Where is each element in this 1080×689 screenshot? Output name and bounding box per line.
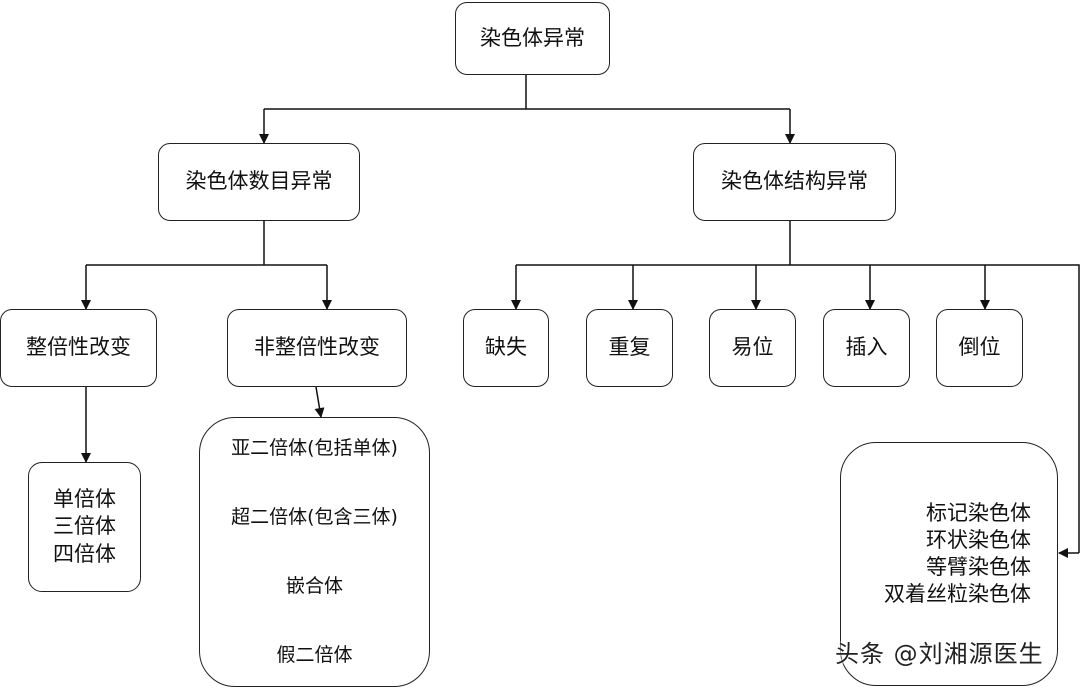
watermark: 头条 @刘湘源医生 — [835, 640, 1044, 668]
node-euploid: 整倍性改变 — [0, 309, 157, 387]
item-ring-chromosome: 环状染色体 — [926, 527, 1031, 552]
node-root: 染色体异常 — [455, 2, 610, 75]
node-deletion: 缺失 — [463, 309, 549, 387]
item-dicentric-chromosome: 双着丝粒染色体 — [884, 582, 1031, 607]
other-structural-list: 标记染色体 环状染色体 等臂染色体 双着丝粒染色体 — [884, 501, 1031, 608]
node-numerical: 染色体数目异常 — [158, 143, 360, 221]
node-insertion: 插入 — [823, 309, 910, 387]
euploid-items-list: 单倍体 三倍体 四倍体 — [53, 487, 116, 567]
item-hypodiploid: 亚二倍体(包括单体) — [231, 437, 398, 459]
node-euploid-items: 单倍体 三倍体 四倍体 — [28, 462, 141, 592]
node-inversion: 倒位 — [936, 309, 1023, 387]
connector-root-bus — [264, 75, 790, 110]
connector-numerical-bus — [86, 221, 327, 266]
aneuploid-items-list: 亚二倍体(包括单体) 超二倍体(包含三体) 嵌合体 假二倍体 — [231, 437, 398, 667]
node-duplication: 重复 — [586, 309, 673, 387]
item-hyperdiploid: 超二倍体(包含三体) — [231, 506, 398, 529]
node-other-structural: 标记染色体 环状染色体 等臂染色体 双着丝粒染色体 — [840, 442, 1058, 686]
item-haploid: 单倍体 — [53, 487, 116, 512]
node-structural: 染色体结构异常 — [693, 143, 896, 221]
item-isochromosome: 等臂染色体 — [926, 555, 1031, 579]
item-tetraploid: 四倍体 — [53, 541, 116, 566]
item-marker-chromosome: 标记染色体 — [926, 500, 1031, 525]
item-mosaic: 嵌合体 — [285, 575, 343, 598]
node-aneuploid: 非整倍性改变 — [227, 309, 407, 387]
arrow-to-aneuploid-items — [314, 386, 325, 418]
item-pseudodiploid: 假二倍体 — [276, 644, 353, 667]
node-translocation: 易位 — [709, 309, 796, 387]
item-triploid: 三倍体 — [53, 514, 116, 539]
node-aneuploid-items: 亚二倍体(包括单体) 超二倍体(包含三体) 嵌合体 假二倍体 — [199, 417, 430, 687]
